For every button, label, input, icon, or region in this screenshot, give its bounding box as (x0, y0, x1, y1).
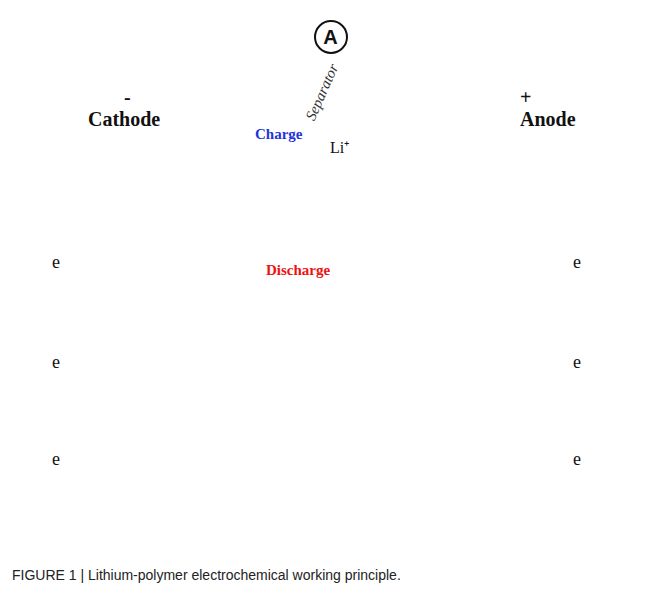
slab-front (530, 100, 612, 558)
discharge-arrow (268, 291, 336, 294)
ammeter-circle: A (314, 20, 348, 54)
layered-oxide-lattice (353, 86, 478, 418)
ion-flow-arrows (252, 150, 336, 418)
figure-caption: FIGURE 1 | Lithium-polymer electrochemic… (12, 568, 401, 583)
electron-label: e (52, 253, 60, 273)
anode-electrode-outline (475, 78, 612, 558)
slab-front (38, 100, 118, 558)
cathode-electrode: -Cathode e e e (38, 78, 173, 558)
charge-arrow (252, 351, 316, 354)
separator-sheet (276, 38, 358, 526)
lithium-ions (110, 146, 456, 444)
electron-flow-symbols (58, 212, 580, 442)
charge-arrow (252, 149, 316, 152)
circuit-wire (153, 37, 314, 78)
graphene-layers (119, 142, 181, 392)
polarity-sign: + (520, 86, 531, 108)
electrode-name: Anode (520, 108, 576, 130)
polarity-sign: - (124, 86, 131, 108)
slab-top (475, 78, 612, 100)
slab-top (38, 78, 173, 100)
slab-side (475, 78, 530, 558)
ammeter-symbol: A (323, 26, 337, 48)
charge-label: Charge (255, 126, 303, 143)
separator-panel: Separator (276, 38, 362, 526)
charge-arrow (252, 249, 316, 252)
electron-label: e (52, 450, 60, 470)
discharge-arrow (268, 417, 336, 420)
electron-label: e (52, 353, 60, 373)
ion-label: Li⁺ (330, 139, 349, 157)
electron-label: e (573, 353, 581, 373)
discharge-label: Discharge (266, 262, 330, 279)
slab-side (118, 78, 173, 558)
electron-label: e (573, 253, 581, 273)
anode-electrode: +Anode e e e (475, 78, 612, 558)
circuit-wire (348, 37, 509, 78)
caption-rule (0, 560, 663, 561)
separator-label: Separator (302, 61, 341, 123)
cathode-electrode-outline (38, 78, 173, 558)
electrode-name: Cathode (88, 108, 160, 130)
electron-label: e (573, 450, 581, 470)
discharge-arrow (268, 189, 336, 192)
